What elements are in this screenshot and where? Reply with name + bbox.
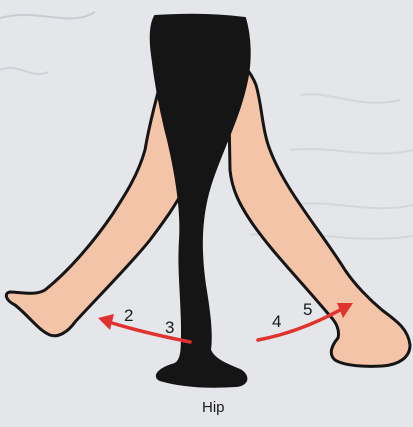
arrow-left	[98, 314, 192, 344]
standing-leg	[149, 13, 251, 388]
arrow-right	[256, 303, 353, 342]
caption-hip: Hip	[202, 399, 225, 416]
arrow-label-5: 5	[303, 300, 313, 319]
arrow-label-2: 2	[124, 306, 134, 325]
arrow-label-4: 4	[272, 312, 282, 331]
arrow-label-3: 3	[165, 318, 175, 337]
